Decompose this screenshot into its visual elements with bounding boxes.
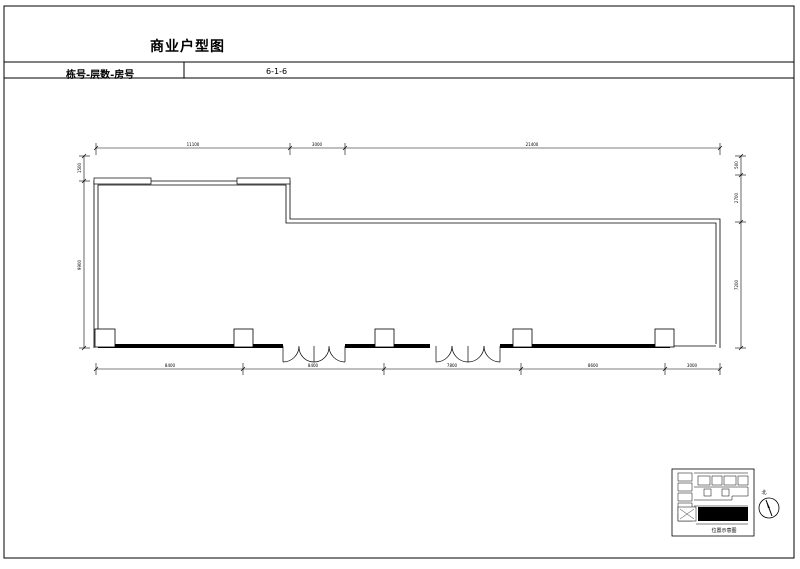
dim-right-label: 2700 [734, 192, 739, 203]
key-plan-highlight [698, 507, 748, 521]
dim-right-label: 500 [734, 161, 739, 169]
storefront-wall [98, 344, 716, 348]
dim-bottom-label: 8400 [308, 363, 319, 368]
north-label: 北 [761, 489, 766, 496]
column [374, 328, 395, 348]
dim-right-label: 7200 [734, 279, 739, 290]
dimension-right [735, 153, 746, 351]
dim-bottom-label: 8600 [588, 363, 599, 368]
dim-bottom-label: 3000 [687, 363, 698, 368]
dim-left-label: 1500 [77, 162, 82, 173]
dim-top-label: 3000 [312, 142, 323, 147]
exterior-wall [93, 180, 721, 348]
column [512, 328, 533, 348]
dim-left-label: 9900 [77, 259, 82, 270]
dim-bottom-label: 7800 [447, 363, 458, 368]
window-block [236, 177, 291, 185]
unit-number-value: 6-1-6 [266, 67, 288, 76]
column [233, 328, 254, 348]
drawing-title: 商业户型图 [150, 39, 225, 55]
entrance-doors-left [282, 345, 346, 363]
key-plan-label: 位置示意图 [711, 527, 736, 534]
key-plan: 位置示意图 [671, 468, 755, 537]
dim-top-label: 21400 [526, 142, 539, 147]
entrance-doors-right [435, 345, 501, 363]
dimension-top [93, 143, 723, 155]
column [654, 328, 675, 348]
dim-top-label: 11100 [187, 142, 200, 147]
dimension-left [79, 153, 90, 351]
window-block [93, 177, 152, 185]
dimension-bottom [93, 363, 723, 375]
unit-number-label: 栋号-层数-房号 [66, 70, 135, 81]
dim-bottom-label: 8400 [165, 363, 176, 368]
north-arrow: 北 [758, 489, 780, 519]
column [94, 328, 116, 348]
sheet-border [3, 5, 795, 559]
